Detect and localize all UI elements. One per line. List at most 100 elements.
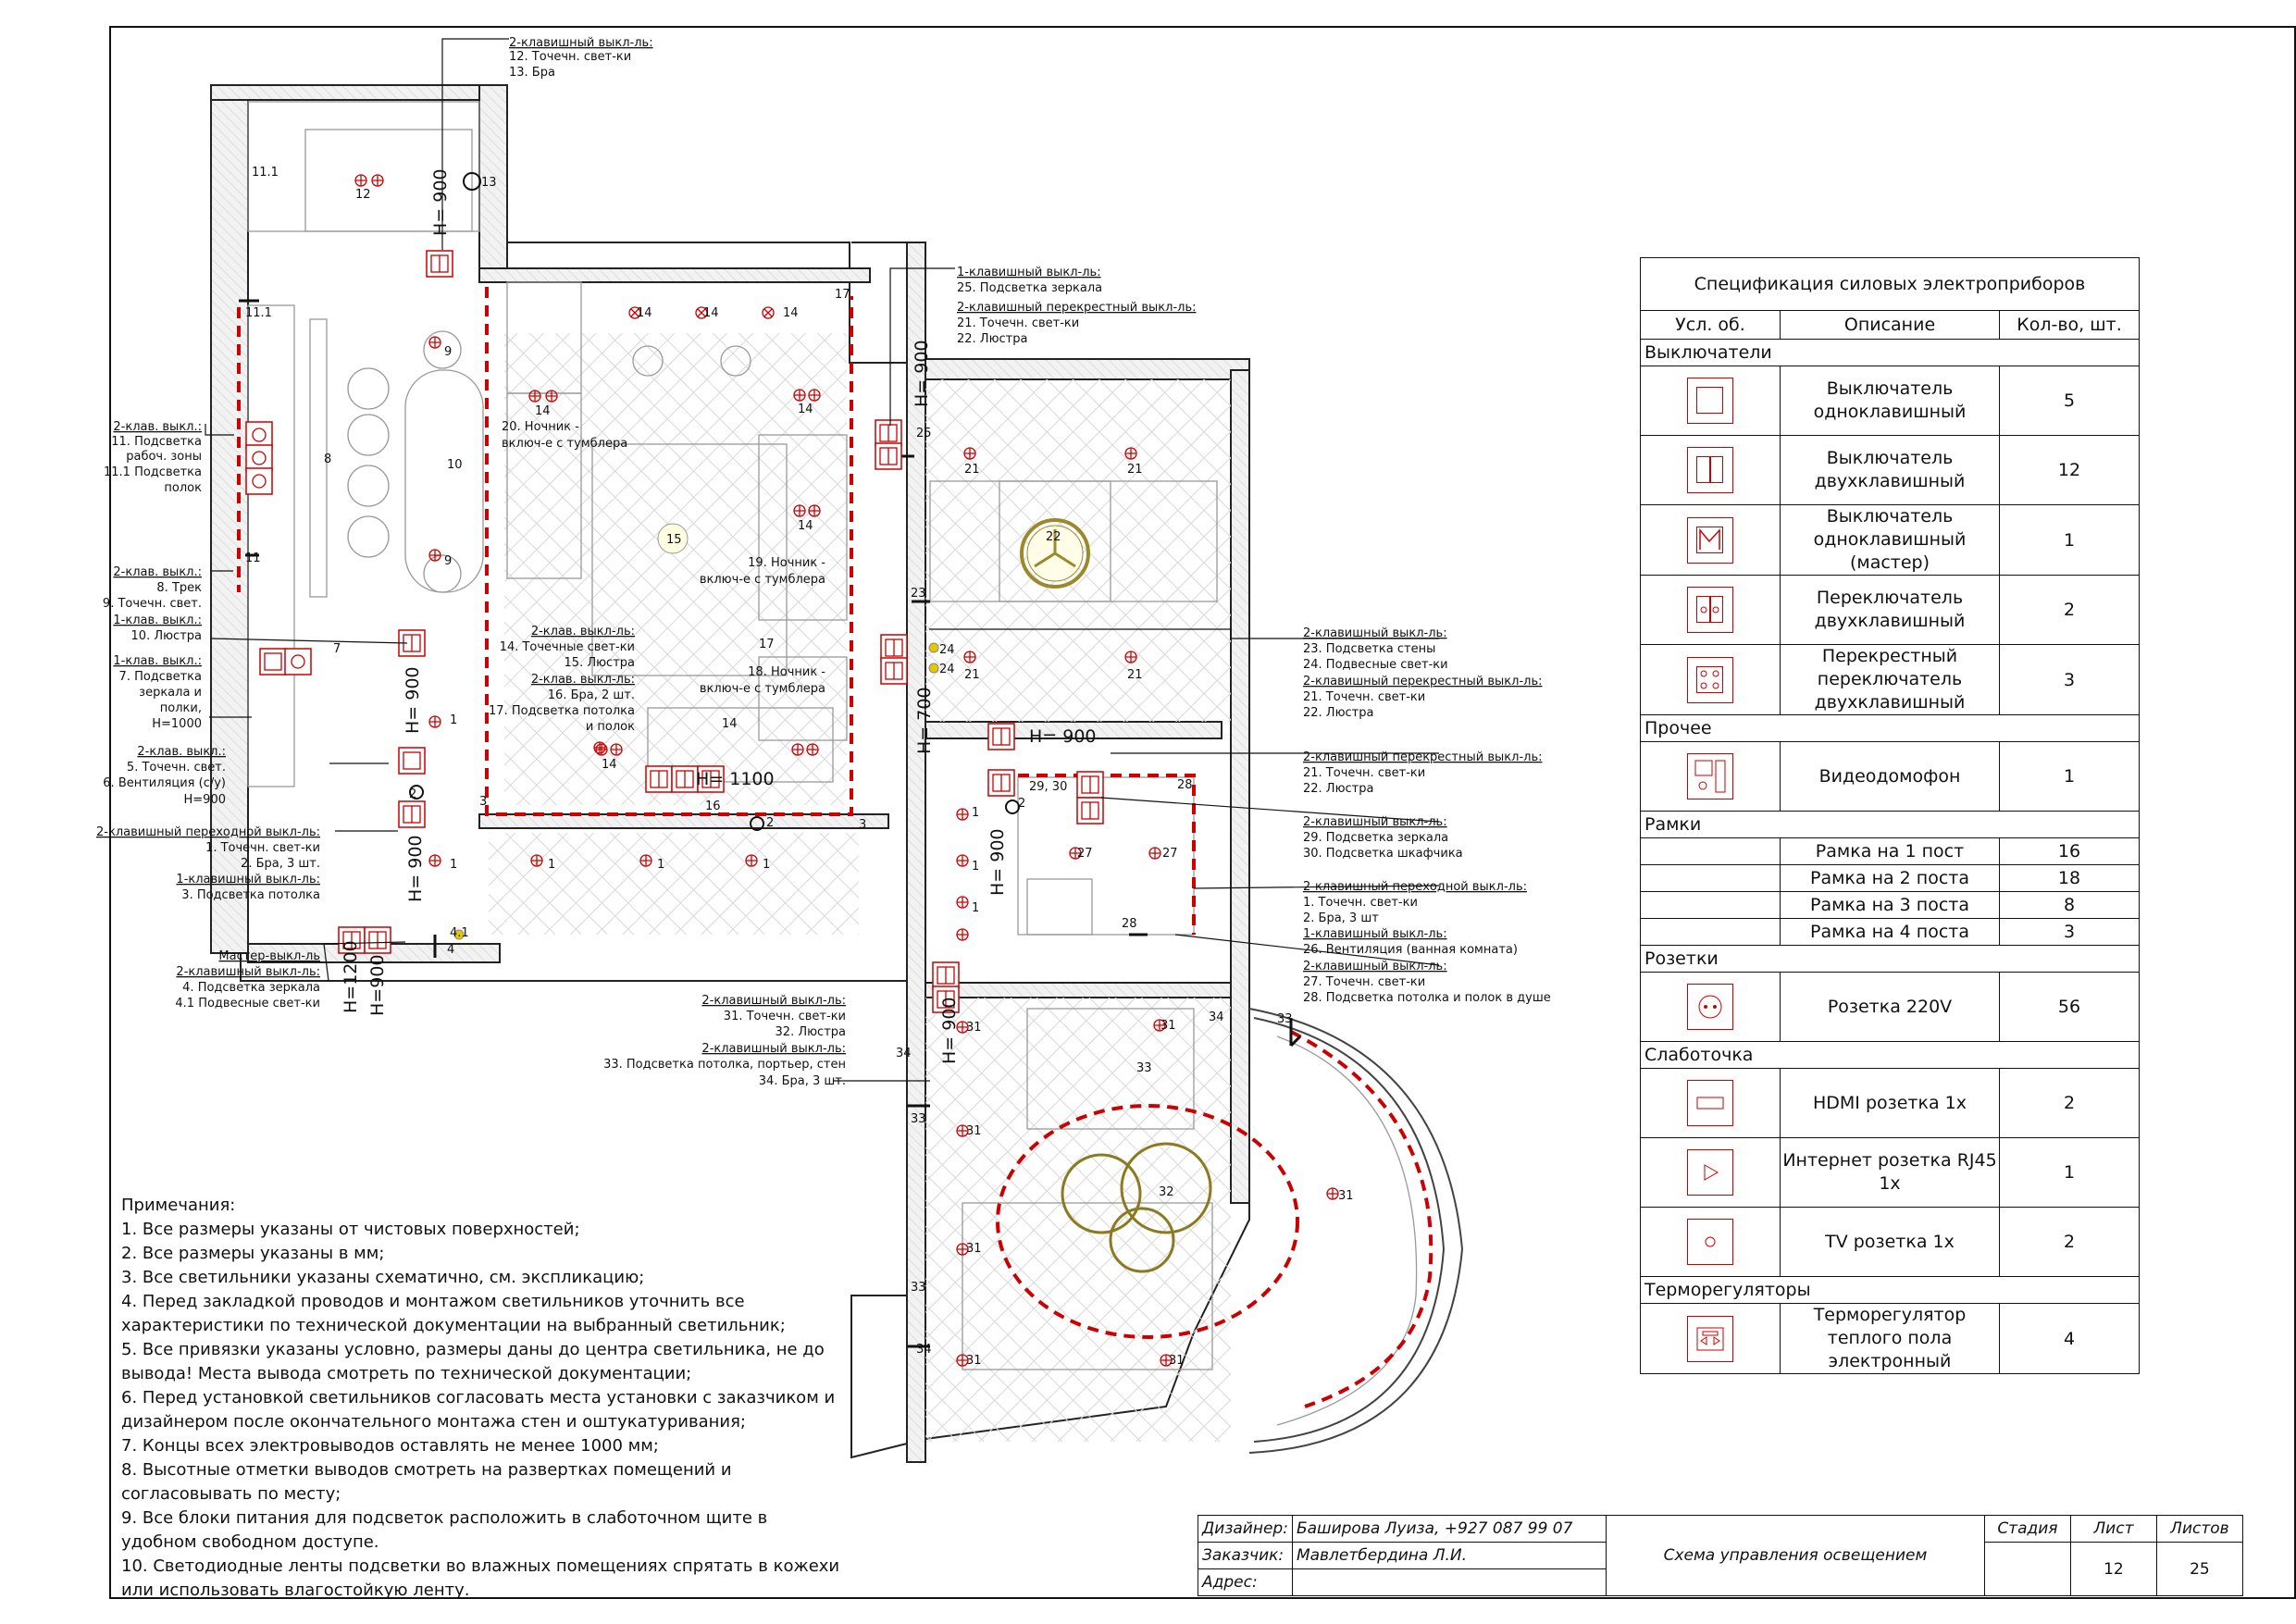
chandelier-15 [657, 523, 689, 554]
svg-text:31. Точечн. свет-ки: 31. Точечн. свет-ки [724, 1010, 846, 1023]
svg-text:2: 2 [409, 787, 416, 801]
chandelier-22 [1020, 518, 1090, 589]
svg-text:33: 33 [1136, 1061, 1152, 1075]
svg-text:2-клавишный выкл-ль:: 2-клавишный выкл-ль: [1303, 815, 1447, 829]
spec-quantity: 2 [1999, 575, 2140, 645]
notes-heading: Примечания: [121, 1196, 236, 1215]
svg-text:27. Точечн. свет-ки: 27. Точечн. свет-ки [1303, 975, 1425, 989]
svg-text:21. Точечн. свет-ки: 21. Точечн. свет-ки [1303, 690, 1425, 704]
toggle-2-icon [1687, 587, 1733, 633]
svg-text:1: 1 [972, 860, 979, 874]
svg-text:9: 9 [444, 345, 452, 359]
thermostat-icon [1687, 1315, 1733, 1362]
spec-description: Интернет розетка RJ45 1х [1780, 1137, 2000, 1208]
svg-text:14: 14 [602, 758, 617, 772]
notes: Примечания: 1. Все размеры указаны от чи… [121, 1194, 843, 1603]
svg-text:1. Точечн. свет-ки: 1. Точечн. свет-ки [1303, 896, 1418, 910]
svg-text:14: 14 [703, 306, 719, 320]
svg-text:11.1: 11.1 [252, 166, 279, 180]
svg-text:34: 34 [916, 1343, 932, 1357]
svg-text:14: 14 [798, 403, 813, 416]
svg-text:2-клавишный выкл-ль:: 2-клавишный выкл-ль: [1303, 960, 1447, 973]
svg-text:17. Подсветка потолка: 17. Подсветка потолка [489, 704, 635, 718]
spec-symbol-cell [1640, 1137, 1781, 1208]
spec-description: Перекрестный переключатель двухклавишный [1780, 644, 2000, 715]
svg-text:15. Люстра: 15. Люстра [565, 656, 635, 670]
svg-text:7: 7 [333, 642, 341, 656]
spec-quantity: 1 [1999, 741, 2140, 812]
svg-text:H= 900: H= 900 [403, 666, 423, 734]
svg-text:28: 28 [1177, 778, 1193, 792]
spec-symbol-cell [1640, 366, 1781, 436]
rj45-socket-icon [1687, 1149, 1733, 1196]
svg-text:20. Ночник -: 20. Ночник - [502, 420, 579, 434]
svg-text:3. Подсветка потолка: 3. Подсветка потолка [181, 888, 320, 902]
spec-header-cell: Усл. об. [1640, 310, 1781, 340]
sheets-label: Листов [2155, 1515, 2243, 1543]
spec-symbol-cell [1640, 1303, 1781, 1374]
svg-text:14: 14 [783, 306, 799, 320]
spec-quantity: 5 [1999, 366, 2140, 436]
svg-text:24: 24 [939, 643, 955, 657]
svg-text:2: 2 [766, 816, 774, 830]
svg-text:6. Вентиляция (с/у): 6. Вентиляция (с/у) [103, 776, 226, 790]
spec-description: Выключатель одноклавишный [1780, 366, 2000, 436]
svg-text:31: 31 [1160, 1019, 1176, 1033]
svg-text:2-клав. выкл.:: 2-клав. выкл.: [137, 745, 226, 759]
svg-text:2-клавишный выкл-ль:: 2-клавишный выкл-ль: [1303, 626, 1447, 640]
designer-label: Дизайнер: [1198, 1515, 1293, 1543]
spec-row: Выключатель одноклавишный (мастер)1 [1640, 504, 2140, 576]
svg-text:1: 1 [972, 901, 979, 915]
spec-symbol-cell [1640, 972, 1781, 1042]
spec-header-cell: Описание [1780, 310, 2000, 340]
spec-symbol-cell [1640, 644, 1781, 715]
svg-text:и полок: и полок [586, 720, 635, 734]
spec-group-row: Терморегуляторы [1640, 1276, 2140, 1304]
svg-text:14. Точечные свет-ки: 14. Точечные свет-ки [500, 640, 635, 654]
svg-text:2-клав. выкл.:: 2-клав. выкл.: [113, 420, 202, 434]
svg-text:22. Люстра: 22. Люстра [957, 332, 1027, 346]
note-8: 8. Высотные отметки выводов смотреть на … [121, 1460, 732, 1504]
svg-text:2-клавишный выкл-ль:: 2-клавишный выкл-ль: [701, 1042, 846, 1056]
spec-group-name: Прочее [1640, 714, 2140, 742]
spec-symbol-cell [1640, 918, 1781, 946]
note-6: 6. Перед установкой светильников согласо… [121, 1388, 836, 1432]
svg-text:13. Бра: 13. Бра [509, 66, 555, 80]
furniture [247, 101, 1418, 1426]
note-4: 4. Перед закладкой проводов и монтажом с… [121, 1292, 786, 1335]
svg-text:14: 14 [535, 404, 551, 418]
svg-text:27: 27 [1162, 847, 1178, 861]
switch-1-icon [1687, 378, 1733, 424]
svg-text:21. Точечн. свет-ки: 21. Точечн. свет-ки [957, 316, 1079, 330]
svg-text:15: 15 [666, 533, 682, 547]
spec-quantity: 16 [1999, 837, 2140, 865]
intercom-icon [1687, 753, 1733, 800]
svg-text:11.1: 11.1 [245, 306, 272, 320]
svg-text:13: 13 [481, 176, 497, 190]
svg-text:1. Точечн. свет-ки: 1. Точечн. свет-ки [205, 841, 320, 855]
stage-value [1983, 1542, 2071, 1596]
socket-220-icon [1687, 984, 1733, 1030]
svg-text:1: 1 [657, 858, 664, 872]
svg-text:11: 11 [245, 552, 261, 565]
note-7: 7. Концы всех электровыводов оставлять н… [121, 1436, 659, 1456]
svg-text:4.1: 4.1 [450, 926, 469, 940]
svg-text:34: 34 [1209, 1010, 1224, 1024]
svg-text:34: 34 [896, 1047, 912, 1060]
svg-text:24: 24 [939, 663, 955, 676]
note-2: 2. Все размеры указаны в мм; [121, 1244, 385, 1263]
svg-text:4.1 Подвесные свет-ки: 4.1 Подвесные свет-ки [175, 997, 320, 1010]
svg-text:8: 8 [324, 452, 331, 466]
svg-text:21: 21 [1127, 668, 1143, 682]
svg-text:3: 3 [859, 818, 866, 832]
svg-text:31: 31 [966, 1242, 982, 1256]
living-room-bay [1248, 1008, 1464, 1454]
svg-text:24. Подвесные свет-ки: 24. Подвесные свет-ки [1303, 658, 1448, 672]
svg-text:2-клавишный переходной выкл-ль: 2-клавишный переходной выкл-ль: [1303, 880, 1527, 894]
switch-annotations: 2-клавишный выкл-ль: 12. Точечн. свет-ки… [96, 36, 1551, 1088]
